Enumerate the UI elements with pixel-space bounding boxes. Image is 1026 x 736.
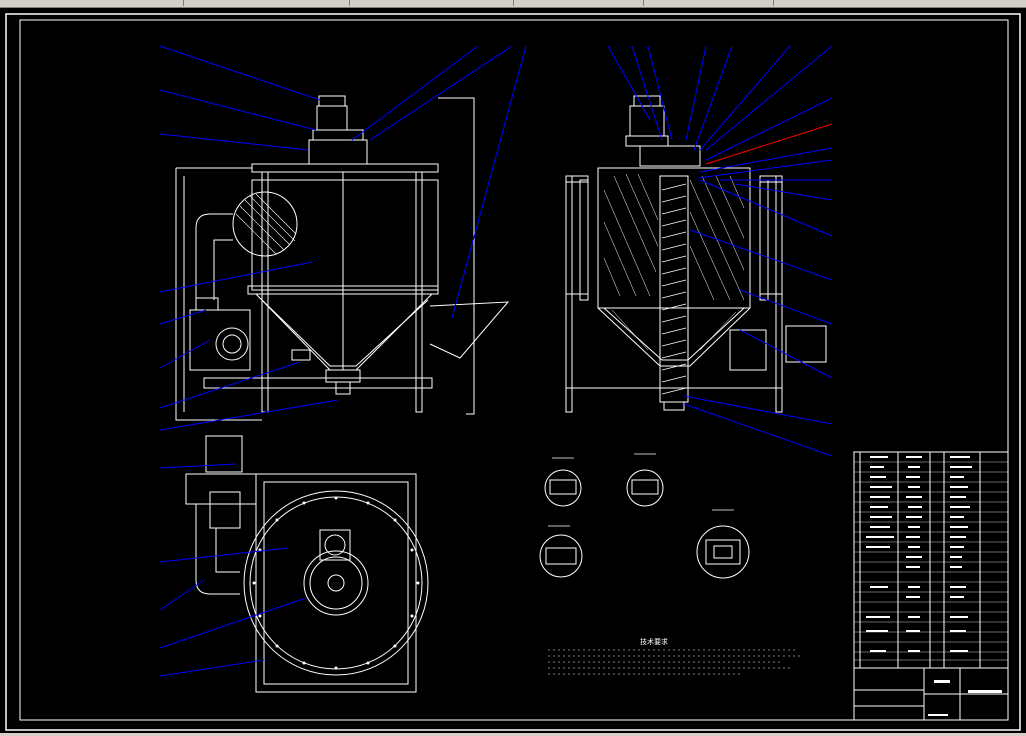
- screw-flights: [661, 183, 687, 395]
- cad-toolbar: [0, 0, 1026, 8]
- sheet-inner-frame: [19, 19, 1009, 721]
- toolbar-combo-layer[interactable]: [186, 0, 350, 6]
- toolbar-combo-lineweight[interactable]: [644, 0, 774, 6]
- technical-notes: 技术要求: [548, 637, 800, 675]
- front-view: [175, 95, 510, 421]
- detail-views: [539, 469, 750, 579]
- leader-lines: [159, 45, 833, 677]
- cad-drawing-canvas[interactable]: 技术要求: [0, 8, 1026, 733]
- notes-title: 技术要求: [640, 637, 668, 646]
- sheet-border: [5, 13, 1021, 731]
- top-view-bolts: [252, 496, 420, 670]
- toolbar-combo-color[interactable]: [350, 0, 514, 6]
- front-vent-hatch: [235, 193, 297, 255]
- detail-labels: [548, 453, 734, 527]
- toolbar-combo-linetype[interactable]: [514, 0, 644, 6]
- bom-rows: [854, 461, 1008, 661]
- section-view: [565, 95, 827, 413]
- status-bar: [0, 733, 1026, 736]
- toolbar-button-1[interactable]: [120, 0, 184, 6]
- leader-line-red: [705, 123, 833, 165]
- bom-text-marks: [866, 456, 1002, 716]
